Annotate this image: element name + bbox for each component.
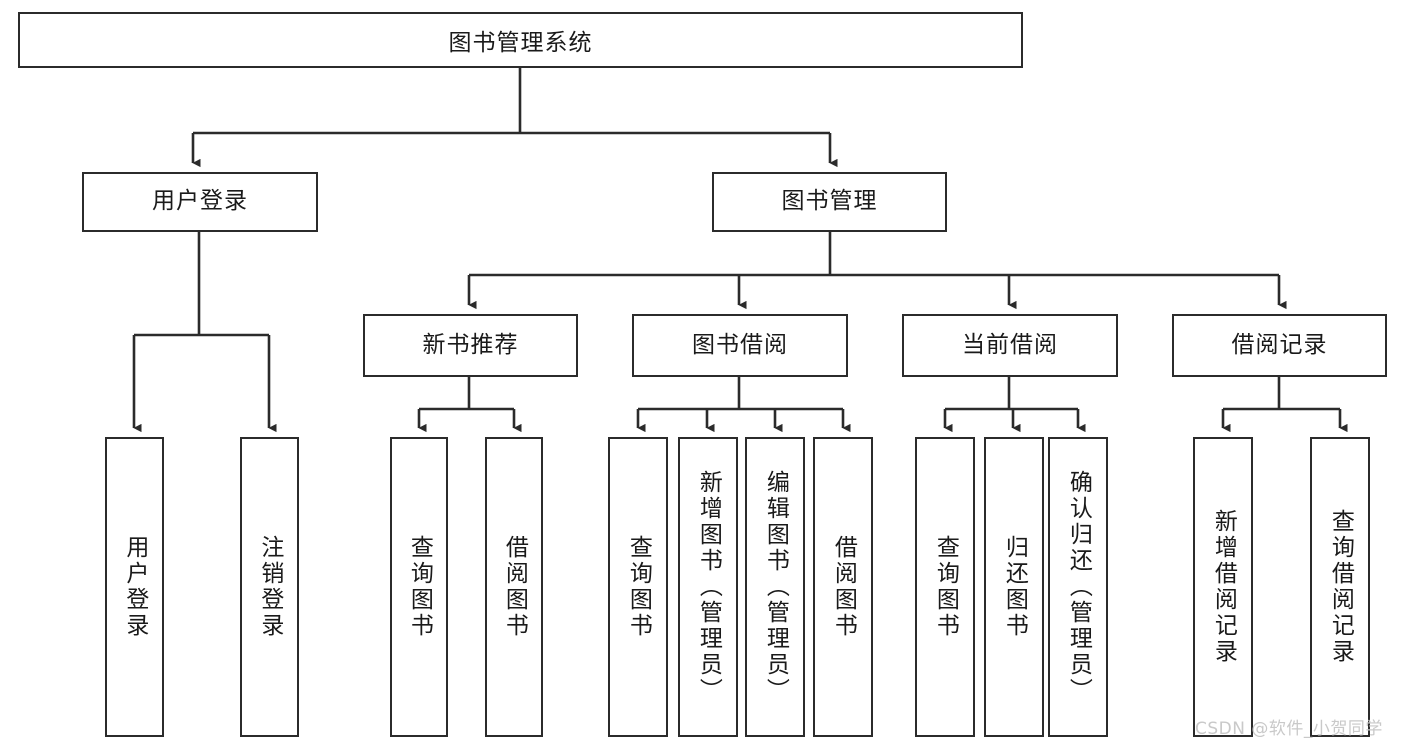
- node-book-management-label: 图书管理: [781, 188, 878, 215]
- leaf-new-book-borrow[interactable]: 借阅图书: [485, 437, 543, 737]
- leaf-borrow-add-book[interactable]: 新增图书（管理员）: [678, 437, 738, 737]
- node-book-borrow-label: 图书借阅: [692, 331, 788, 358]
- leaf-borrow-borrow-book[interactable]: 借阅图书: [813, 437, 873, 737]
- leaf-record-add[interactable]: 新增借阅记录: [1193, 437, 1253, 737]
- leaf-new-book-query-label: 查询图书: [406, 535, 433, 639]
- leaf-user-login-logout[interactable]: 注销登录: [240, 437, 299, 737]
- leaf-borrow-query-book-label: 查询图书: [625, 535, 652, 639]
- node-book-borrow[interactable]: 图书借阅: [632, 314, 848, 377]
- leaf-current-query-book-label: 查询图书: [932, 535, 959, 639]
- node-book-management[interactable]: 图书管理: [712, 172, 947, 232]
- node-user-login-label: 用户登录: [152, 188, 248, 215]
- node-borrow-record-label: 借阅记录: [1231, 331, 1328, 358]
- leaf-current-return-book[interactable]: 归还图书: [984, 437, 1044, 737]
- node-new-book-recommend-label: 新书推荐: [422, 331, 519, 358]
- leaf-record-add-label: 新增借阅记录: [1210, 509, 1237, 665]
- leaf-borrow-edit-book-label: 编辑图书（管理员）: [762, 470, 789, 704]
- leaf-new-book-query[interactable]: 查询图书: [390, 437, 448, 737]
- leaf-borrow-query-book[interactable]: 查询图书: [608, 437, 668, 737]
- node-borrow-record[interactable]: 借阅记录: [1172, 314, 1387, 377]
- node-root-system[interactable]: 图书管理系统: [18, 12, 1023, 68]
- node-user-login[interactable]: 用户登录: [82, 172, 318, 232]
- csdn-watermark: CSDN @软件_小贺同学: [1195, 719, 1383, 739]
- node-current-borrow-label: 当前借阅: [962, 331, 1058, 358]
- leaf-current-query-book[interactable]: 查询图书: [915, 437, 975, 737]
- leaf-user-login-login-label: 用户登录: [121, 535, 148, 639]
- leaf-current-return-book-label: 归还图书: [1001, 535, 1028, 639]
- leaf-borrow-borrow-book-label: 借阅图书: [830, 535, 857, 639]
- leaf-user-login-logout-label: 注销登录: [256, 535, 283, 639]
- leaf-record-query-label: 查询借阅记录: [1327, 509, 1354, 665]
- leaf-user-login-login[interactable]: 用户登录: [105, 437, 164, 737]
- leaf-borrow-edit-book[interactable]: 编辑图书（管理员）: [745, 437, 805, 737]
- leaf-new-book-borrow-label: 借阅图书: [501, 535, 528, 639]
- leaf-borrow-add-book-label: 新增图书（管理员）: [695, 470, 722, 704]
- leaf-record-query[interactable]: 查询借阅记录: [1310, 437, 1370, 737]
- leaf-current-confirm-return-label: 确认归还（管理员）: [1065, 470, 1092, 704]
- leaf-current-confirm-return[interactable]: 确认归还（管理员）: [1048, 437, 1108, 737]
- node-root-label: 图书管理系统: [448, 30, 593, 56]
- node-current-borrow[interactable]: 当前借阅: [902, 314, 1118, 377]
- node-new-book-recommend[interactable]: 新书推荐: [363, 314, 578, 377]
